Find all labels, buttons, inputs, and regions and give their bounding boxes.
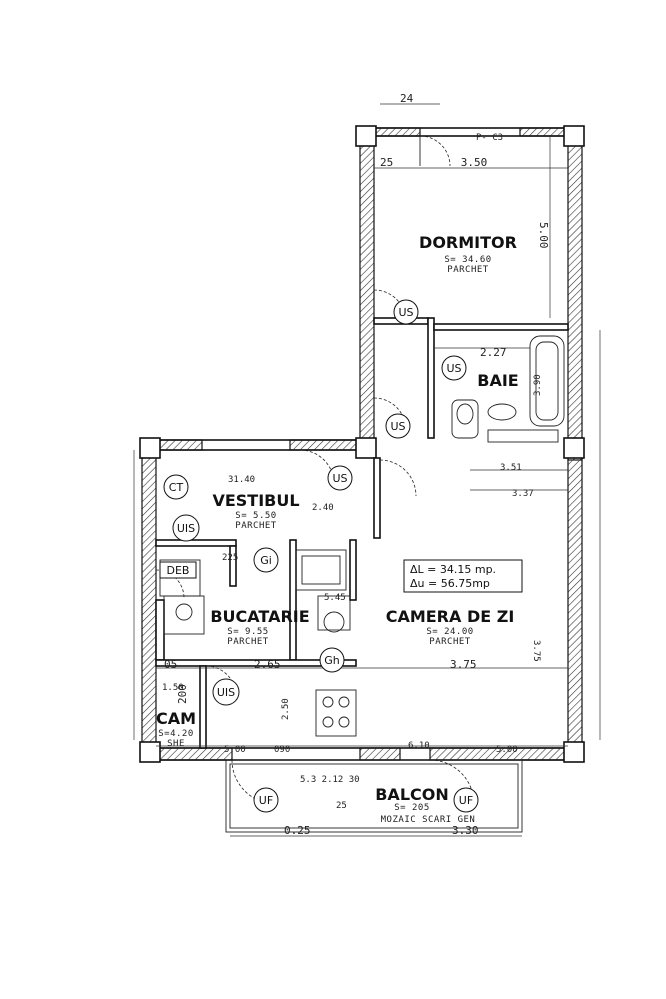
- us-symbol: US: [332, 472, 347, 485]
- dim-label: 5.00: [496, 745, 518, 755]
- room-area: S= 5.50: [235, 511, 276, 521]
- uf-symbol: UF: [259, 794, 273, 807]
- gh-symbol: Gh: [324, 654, 340, 667]
- room-floor: MOZAIC SCARI GEN: [381, 815, 476, 825]
- room-name: CAMERA DE ZI: [386, 607, 515, 626]
- dim-label: 25: [336, 801, 347, 811]
- room-name: CAM: [156, 709, 196, 728]
- room-area: S= 9.55: [227, 627, 268, 637]
- walls: [139, 125, 585, 833]
- room-camera-de-zi: CAMERA DE ZI S= 24.00 PARCHET: [386, 607, 515, 647]
- room-vestibul: VESTIBUL S= 5.50 PARCHET: [212, 491, 299, 531]
- room-name: BALCON: [375, 785, 449, 804]
- dim-label: 3.75: [531, 640, 541, 662]
- dim-label: 2.65: [254, 658, 281, 671]
- room-floor: PARCHET: [447, 265, 489, 275]
- room-name: VESTIBUL: [212, 491, 299, 510]
- uis-symbol: UIS: [177, 522, 195, 535]
- dim-label: 2.50: [281, 698, 291, 720]
- dim-label: 3.75: [450, 658, 477, 671]
- room-name: BAIE: [477, 371, 518, 390]
- room-cam: CAM S=4.20 SHE: [156, 709, 196, 749]
- useful-area: ΔL = 34.15 mp.: [410, 563, 496, 576]
- symbols: US US US US CT UIS Gi Gh UIS UF UF DEB: [159, 299, 479, 813]
- dim-label: 2.40: [312, 503, 334, 513]
- ct-symbol: CT: [169, 481, 184, 494]
- dim-label: P- C3: [476, 133, 503, 143]
- gi-symbol: Gi: [260, 554, 272, 567]
- dim-label: 6.10: [408, 741, 430, 751]
- dim-label: 24: [400, 92, 414, 105]
- dim-label: 5.00: [537, 222, 550, 249]
- dim-label: 0.25: [284, 824, 311, 837]
- dimension-labels: 24 P- C3 25 3.50 5.00 2.27 3.90 3.51 3.3…: [162, 92, 550, 837]
- area-summary: ΔL = 34.15 mp. Δu = 56.75mp: [403, 559, 523, 593]
- dim-label: 3.50: [461, 156, 488, 169]
- room-name: DORMITOR: [419, 233, 517, 252]
- room-area: S= 205: [394, 803, 430, 813]
- dim-label: 3.30: [452, 824, 479, 837]
- us-symbol: US: [390, 420, 405, 433]
- dim-label: 5.00: [224, 745, 246, 755]
- dim-label: 2.27: [480, 346, 507, 359]
- dim-label: 25: [380, 156, 393, 169]
- room-area: S= 34.60: [444, 255, 491, 265]
- room-floor: PARCHET: [227, 637, 269, 647]
- room-baie: BAIE: [477, 371, 518, 390]
- dim-label: 5.45: [324, 593, 346, 603]
- room-floor: PARCHET: [235, 521, 277, 531]
- dim-label: 5.3 2.12 30: [300, 775, 360, 785]
- built-area: Δu = 56.75mp: [410, 577, 490, 590]
- dim-label: 225: [222, 553, 238, 563]
- dim-label: 31.40: [228, 475, 255, 485]
- us-symbol: US: [446, 362, 461, 375]
- room-dormitor: DORMITOR S= 34.60 PARCHET: [419, 233, 517, 275]
- bathroom-fixtures: [451, 335, 565, 443]
- dim-label: 3.51: [500, 463, 522, 473]
- dim-label: 05: [164, 658, 177, 671]
- room-area: S=4.20: [158, 729, 194, 739]
- dim-label: 3.37: [512, 489, 534, 499]
- room-balcon: BALCON S= 205 MOZAIC SCARI GEN: [375, 785, 475, 825]
- uis-symbol: UIS: [217, 686, 235, 699]
- dim-label: 090: [274, 745, 290, 755]
- deb-label: DEB: [167, 564, 190, 577]
- room-name: BUCATARIE: [210, 607, 309, 626]
- dim-label: 1.50: [162, 683, 184, 693]
- room-floor: PARCHET: [429, 637, 471, 647]
- dim-label: 3.90: [533, 374, 543, 396]
- room-area: S= 24.00: [426, 627, 473, 637]
- uf-symbol: UF: [459, 794, 473, 807]
- room-floor: SHE: [167, 739, 185, 749]
- dimension-lines: [133, 103, 601, 837]
- us-symbol: US: [398, 306, 413, 319]
- kitchen-fixtures: [159, 549, 357, 737]
- room-bucatarie: BUCATARIE S= 9.55 PARCHET: [210, 607, 309, 647]
- dim-label: 200: [176, 684, 189, 704]
